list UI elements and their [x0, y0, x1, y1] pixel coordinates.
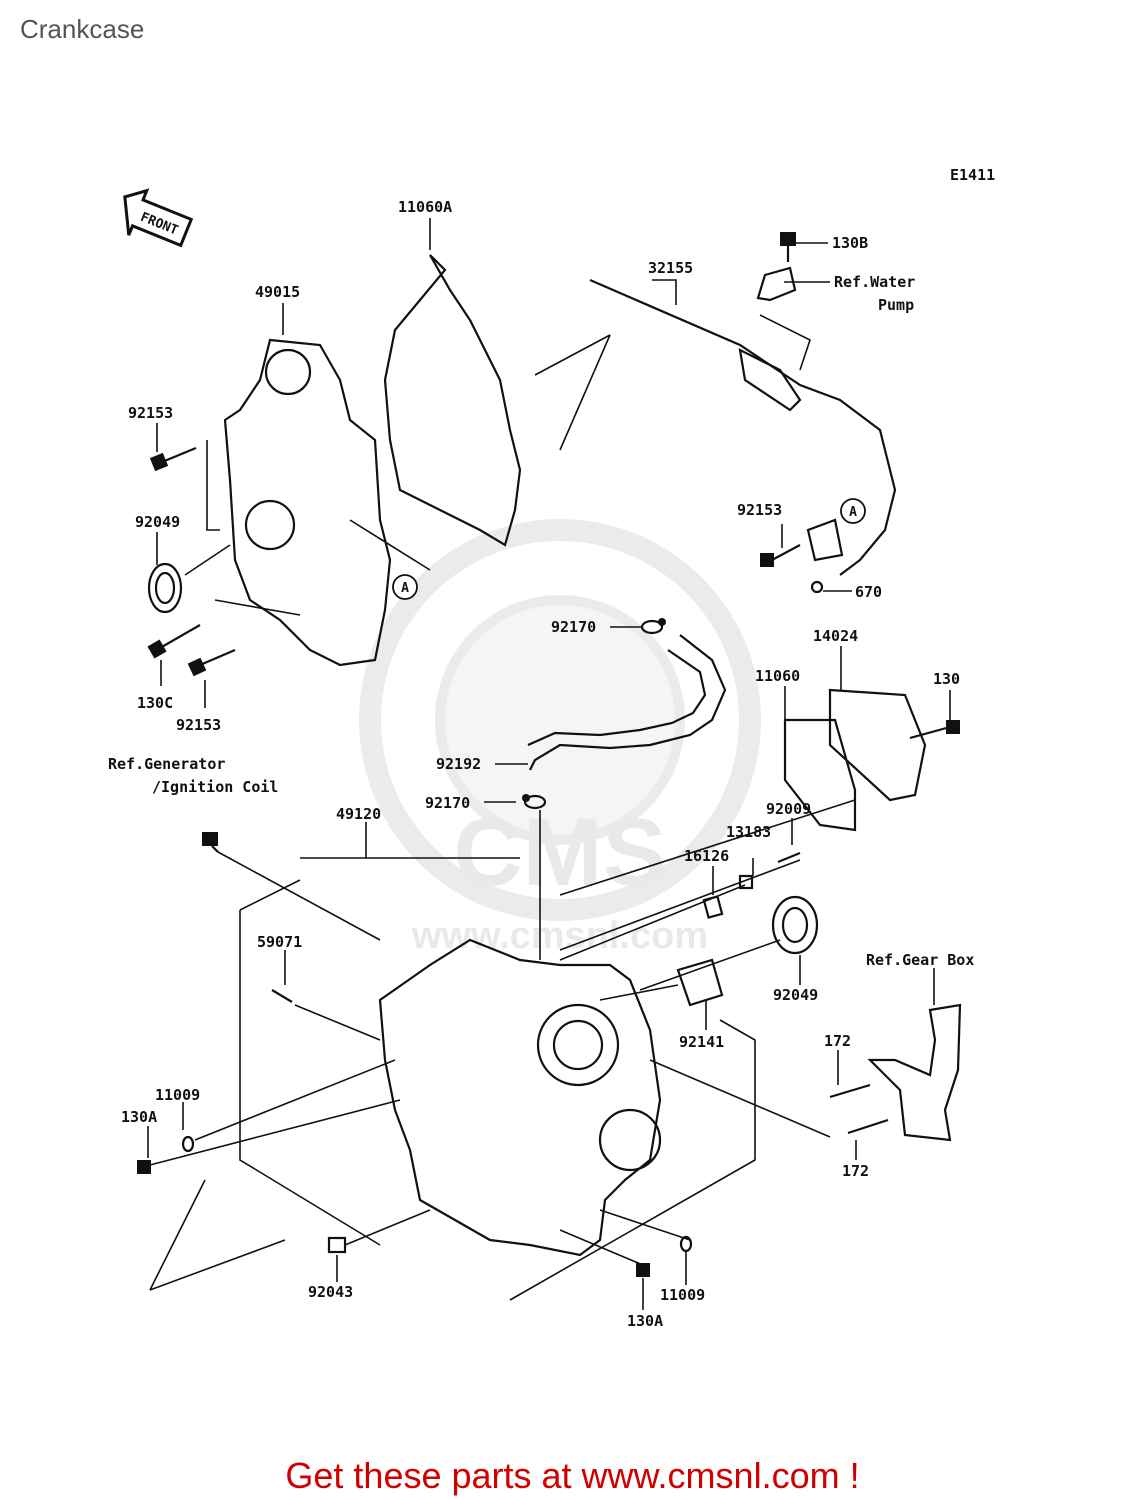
footer-shop-link[interactable]: Get these parts at www.cmsnl.com !: [285, 1455, 860, 1496]
front-cover-49015: [223, 338, 392, 667]
label-130: 130: [933, 670, 960, 688]
label-pump: Pump: [878, 296, 914, 314]
label-130C: 130C: [137, 694, 173, 712]
cmsnl-watermark: CMS www.cmsnl.com: [359, 519, 761, 957]
bolt-130: [909, 720, 960, 740]
gear-box-bracket: [867, 1003, 962, 1142]
label-172-lower: 172: [842, 1162, 869, 1180]
callout-a-pipe: A: [840, 498, 866, 524]
pipe-clamp: [738, 348, 802, 412]
label-130A-bottom: 130A: [627, 1312, 663, 1330]
screw-92009: [777, 851, 801, 864]
gasket-11060: [783, 718, 857, 832]
svg-text:CMS: CMS: [453, 799, 666, 906]
label-13183: 13183: [726, 823, 771, 841]
label-130A-left: 130A: [121, 1108, 157, 1126]
fitting-670: [810, 580, 824, 594]
label-49015: 49015: [255, 283, 300, 301]
watermark-url: www.cmsnl.com: [411, 915, 708, 957]
plug-59071: [271, 989, 293, 1003]
dowel-92043: [327, 1236, 347, 1254]
oil-seal-inner-upper: [154, 571, 176, 605]
cover-bore: [264, 348, 312, 396]
dowel-16126: [702, 895, 724, 919]
bolt-130C: [147, 624, 201, 659]
breather-pipe-32155: [589, 278, 897, 576]
crankcase-49120: [378, 938, 662, 1257]
washer-11009-left: [181, 1135, 195, 1153]
label-670: 670: [855, 583, 882, 601]
label-92141: 92141: [679, 1033, 724, 1051]
exploded-parts-diagram: CMS www.cmsnl.com FRONT: [108, 166, 995, 1330]
bolt-130B: [780, 232, 796, 262]
label-130B: 130B: [832, 234, 868, 252]
svg-text:A: A: [401, 581, 409, 596]
pipe-end-bracket: [806, 518, 844, 562]
callout-a-cover: A: [392, 574, 418, 600]
label-92049-upper: 92049: [135, 513, 180, 531]
label-11060A: 11060A: [398, 198, 452, 216]
label-32155: 32155: [648, 259, 693, 277]
stud-172-lower: [847, 1118, 889, 1135]
cover-14024: [828, 688, 927, 802]
cover-seal-bore: [244, 499, 296, 551]
oil-seal-92049-upper: [147, 562, 183, 614]
bolt-92153-upper: [149, 446, 197, 472]
label-92009: 92009: [766, 800, 811, 818]
label-92192: 92192: [436, 755, 481, 773]
label-11060: 11060: [755, 667, 800, 685]
oil-seal-inner-lower: [781, 906, 809, 944]
crankcase-bore-inner: [552, 1019, 604, 1071]
label-92153-lower: 92153: [176, 716, 221, 734]
stud-172-upper: [829, 1083, 871, 1099]
clamp-92170-lower: [522, 794, 547, 810]
svg-text:A: A: [849, 505, 857, 520]
label-92049-lower: 92049: [773, 986, 818, 1004]
page-title: Crankcase: [20, 14, 145, 44]
label-11009-bottom: 11009: [660, 1286, 705, 1304]
diagram-code: E1411: [950, 166, 995, 184]
front-arrow-icon: FRONT: [123, 188, 194, 248]
clamp-92170-upper: [640, 618, 666, 635]
label-49120: 49120: [336, 805, 381, 823]
label-16126: 16126: [684, 847, 729, 865]
water-pump-bracket: [756, 266, 797, 302]
label-92153-upper: 92153: [128, 404, 173, 422]
label-ref-gear-box: Ref.Gear Box: [866, 951, 974, 969]
label-172-upper: 172: [824, 1032, 851, 1050]
hose-92192: [529, 634, 727, 771]
label-92170-upper: 92170: [551, 618, 596, 636]
gasket-11060A: [383, 254, 522, 547]
label-ref-generator: Ref.Generator: [108, 755, 225, 773]
label-11009-left: 11009: [155, 1086, 200, 1104]
bolt-92153-lower: [187, 648, 236, 677]
oil-seal-92049-lower: [771, 895, 819, 955]
hose-92192-inner: [527, 649, 707, 747]
label-92043: 92043: [308, 1283, 353, 1301]
label-59071: 59071: [257, 933, 302, 951]
label-92153-right: 92153: [737, 501, 782, 519]
bolt-130A-left: [137, 1160, 151, 1174]
label-14024: 14024: [813, 627, 858, 645]
generator-sensor: [202, 832, 219, 853]
washer-11009-bottom: [679, 1235, 693, 1253]
bushing-92141: [676, 958, 724, 1007]
crankcase-main-bore: [536, 1003, 620, 1087]
label-ref-water: Ref.Water: [834, 273, 915, 291]
bolt-92153-right: [760, 544, 801, 567]
crankcase-lower-bore: [598, 1108, 662, 1172]
part-labels: E1411 11060A 32155 130B Ref.Water Pump 4…: [108, 166, 995, 1330]
label-92170-lower: 92170: [425, 794, 470, 812]
label-ignition-coil: /Ignition Coil: [152, 778, 278, 796]
leader-lines: [147, 218, 951, 1310]
